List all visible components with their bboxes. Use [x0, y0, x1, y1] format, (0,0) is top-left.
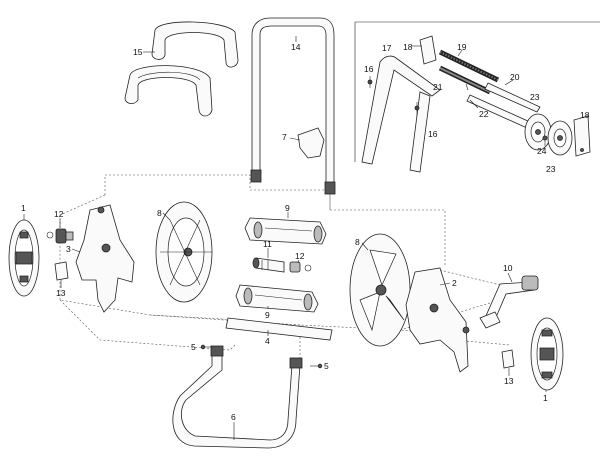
- callout-13-right: 13: [504, 376, 514, 386]
- callout-6: 6: [231, 412, 236, 422]
- callout-9-bottom: 9: [265, 310, 270, 320]
- threaded-rod: [438, 49, 500, 83]
- hose-coupling: [252, 257, 285, 273]
- callout-1-left: 1: [21, 203, 26, 213]
- callout-16-right: 16: [428, 129, 438, 139]
- callout-7: 7: [282, 132, 287, 142]
- wheel-right: [530, 317, 564, 391]
- callout-14: 14: [291, 42, 301, 52]
- callout-5-left: 5: [191, 342, 196, 352]
- callout-16-left: 16: [364, 64, 374, 74]
- callout-11: 11: [263, 239, 272, 249]
- callout-18-right: 18: [580, 110, 590, 120]
- callout-labels: 1 1 2 3 4 5 5 6 7 8 8 9 9 10 11 12 12 13…: [21, 42, 590, 422]
- callout-9-top: 9: [285, 203, 290, 213]
- right-side-bracket: [405, 267, 469, 373]
- fitting-middle: [289, 261, 312, 273]
- callout-23-top: 23: [530, 92, 540, 102]
- handle-grip-part: [124, 21, 239, 117]
- drum-slat-bottom: [235, 284, 319, 313]
- callout-1-right: 1: [543, 393, 548, 403]
- hose-clip-part: [289, 127, 325, 159]
- screw-left: [200, 344, 212, 350]
- crank-handle: [479, 275, 539, 329]
- screw-right: [310, 363, 323, 369]
- callout-15: 15: [133, 47, 143, 57]
- callout-8-right: 8: [355, 237, 360, 247]
- callout-22: 22: [479, 109, 489, 119]
- frame-handle-end-left: [250, 169, 262, 183]
- callout-21: 21: [433, 82, 443, 92]
- drum-disc-left: [155, 201, 213, 303]
- inset-detail-frame: [354, 21, 600, 162]
- callout-2: 2: [452, 278, 457, 288]
- callout-13-left: 13: [56, 288, 66, 298]
- callout-10: 10: [503, 263, 513, 273]
- callout-23-bottom: 23: [546, 164, 556, 174]
- base-frame-tube: [172, 349, 301, 449]
- callout-3: 3: [66, 244, 71, 254]
- fitting-left: [46, 228, 74, 244]
- callout-17: 17: [382, 43, 392, 53]
- callout-12-left: 12: [54, 209, 64, 219]
- callout-18-left: 18: [403, 42, 413, 52]
- clip-right: [501, 349, 515, 369]
- callout-leader-lines: [23, 36, 547, 440]
- callout-24: 24: [537, 146, 547, 156]
- callout-8-left: 8: [157, 208, 162, 218]
- axle-tube: [225, 317, 333, 341]
- callout-5-right: 5: [324, 361, 329, 371]
- drum-slat-top: [244, 217, 327, 245]
- callout-20: 20: [510, 72, 520, 82]
- left-side-bracket: [75, 204, 135, 313]
- frame-handle-end-right: [324, 181, 336, 195]
- callout-19: 19: [457, 42, 467, 52]
- callout-12-mid: 12: [295, 251, 305, 261]
- drum-disc-right: [349, 233, 411, 347]
- callout-4: 4: [265, 336, 270, 346]
- hose-guide-inset: [361, 35, 591, 173]
- wheel-left: [8, 219, 40, 297]
- clip-left: [54, 261, 69, 281]
